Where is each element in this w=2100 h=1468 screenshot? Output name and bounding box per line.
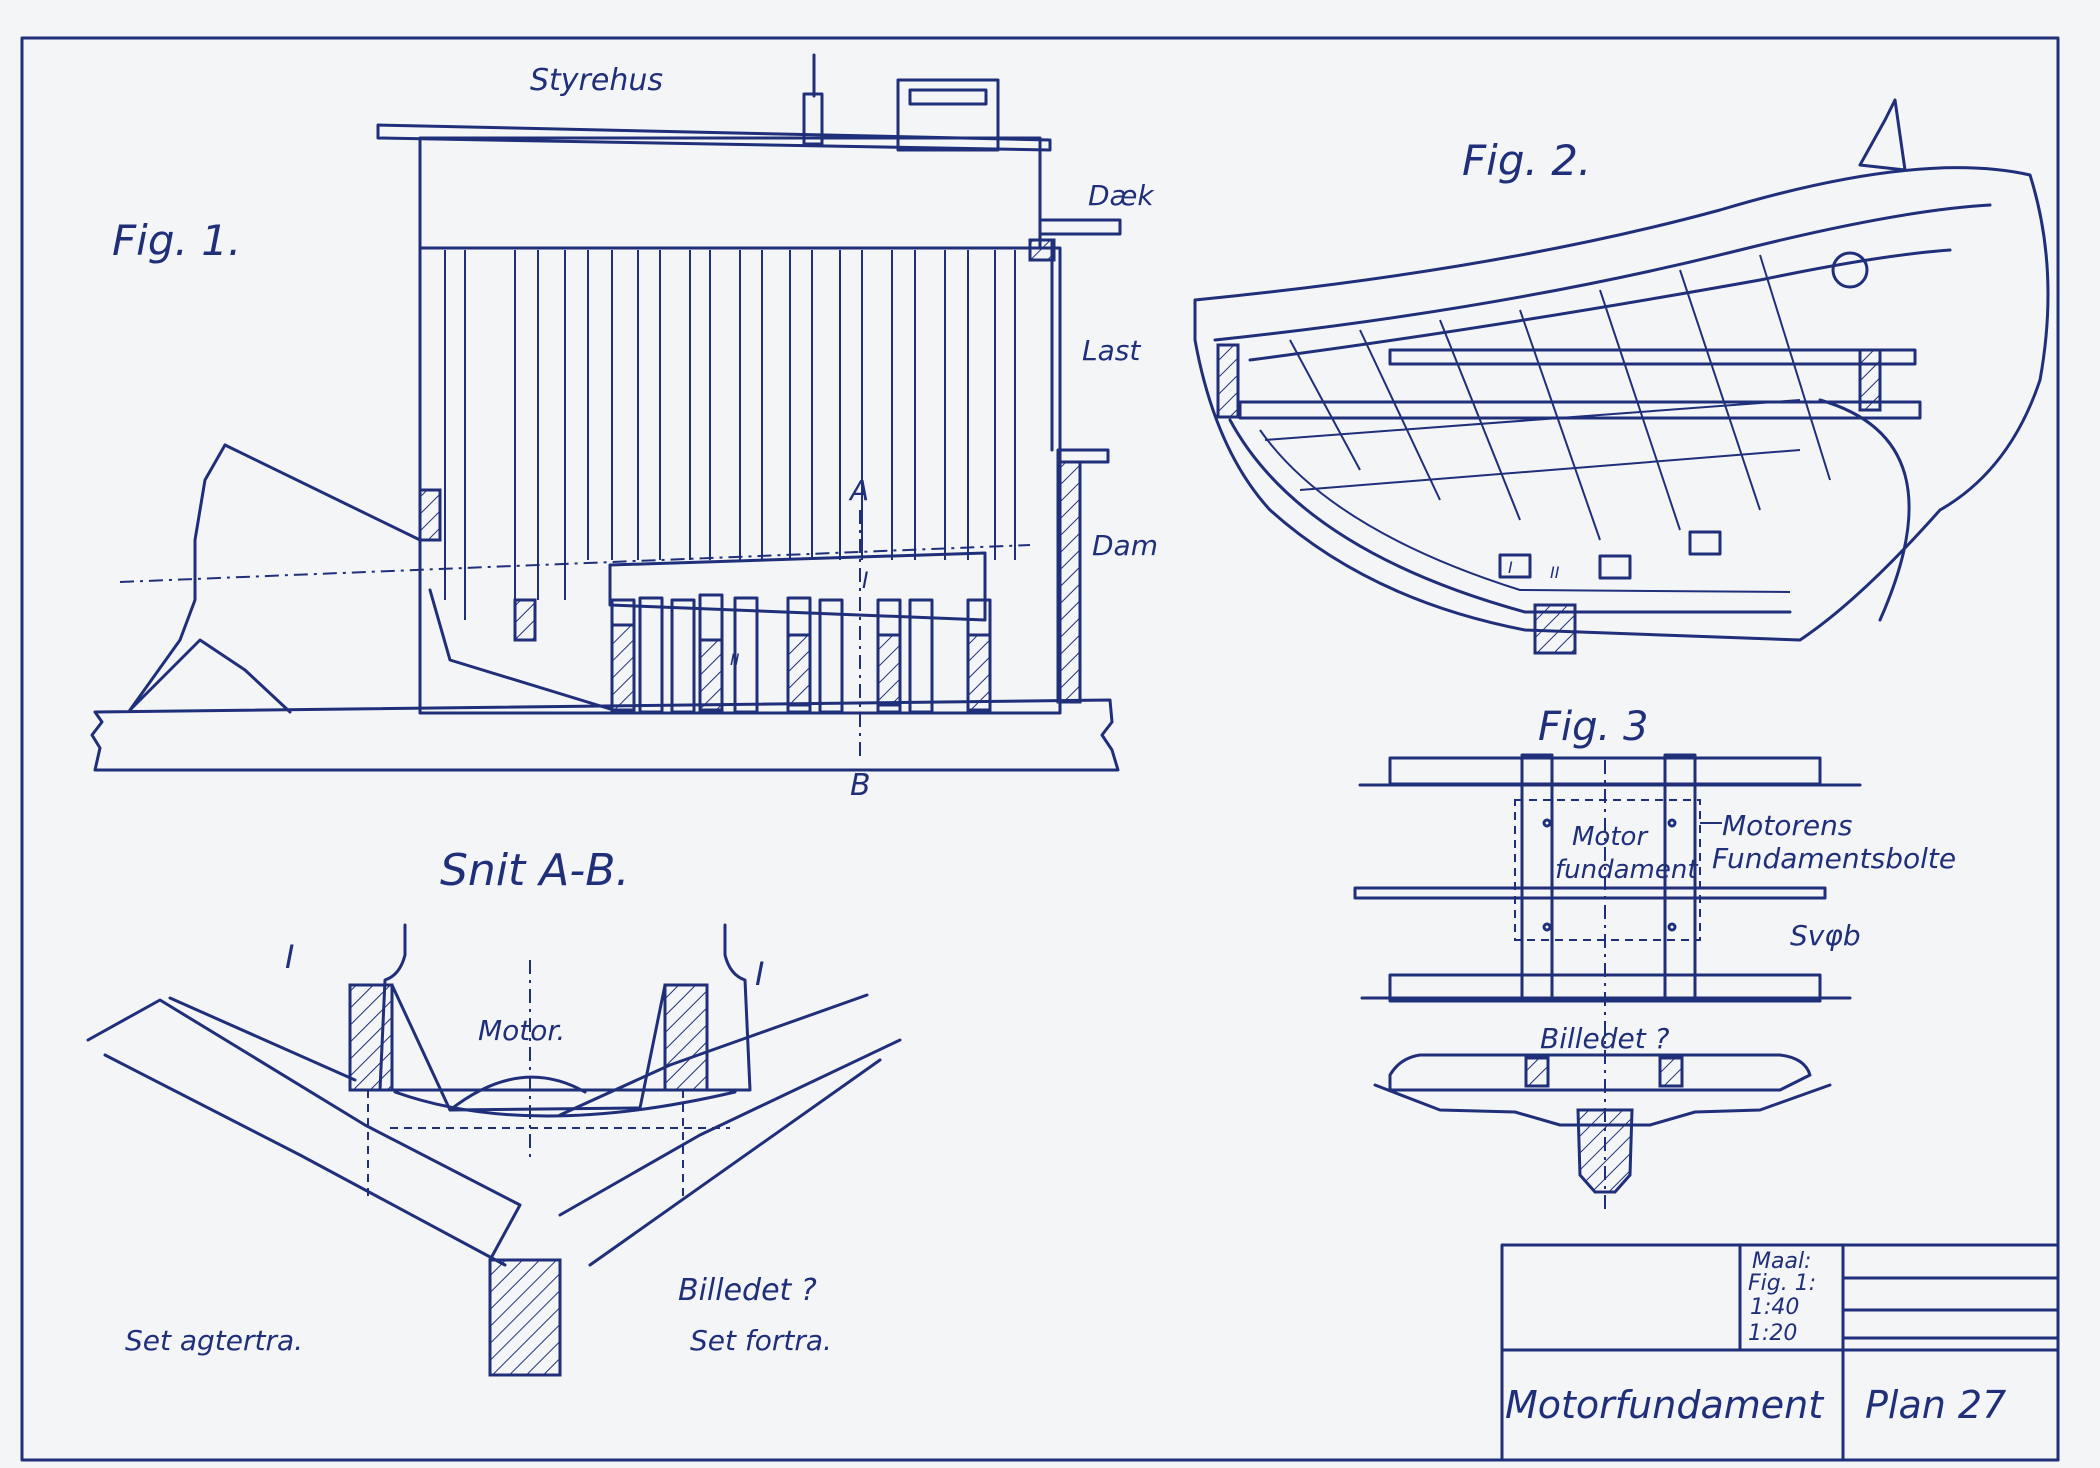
label-daek: Dæk (1088, 179, 1155, 212)
fig2-label-ii: II (1550, 563, 1560, 582)
label-fig3-billedet: Billedet ? (1540, 1022, 1670, 1055)
label-fundamentsbolte: Fundamentsbolte (1712, 842, 1956, 875)
title-block-maal: Maal: (1752, 1249, 1811, 1274)
label-svob: Svφb (1790, 919, 1861, 952)
title-block-scale2: 1:20 (1748, 1321, 1797, 1346)
fig3-title: Fig. 3 (1538, 704, 1648, 750)
label-last: Last (1082, 334, 1141, 367)
title-block-title: Motorfundament (1505, 1383, 1825, 1427)
title-block (1500, 1243, 2060, 1462)
label-styrehus: Styrehus (530, 63, 663, 98)
fig1-drawing (90, 53, 1122, 772)
fig3-drawing (1353, 753, 1862, 1210)
label-snit-i-right: I (755, 955, 764, 993)
label-motor-line1: Motor (1572, 822, 1649, 852)
label-set-fortra: Set fortra. (690, 1324, 832, 1357)
label-snit-motor: Motor. (478, 1014, 565, 1047)
fig2-drawing (1193, 98, 2050, 655)
label-motor-line2: fundament (1555, 855, 1698, 885)
snit-ab-drawing (86, 923, 902, 1377)
label-beam-i: I (862, 569, 869, 594)
title-block-fig1: Fig. 1: (1748, 1271, 1816, 1296)
label-b: B (850, 768, 871, 803)
label-a: A (848, 474, 869, 507)
label-snit-billedet: Billedet ? (678, 1273, 817, 1308)
label-motorens: Motorens (1722, 809, 1852, 842)
fig1-title: Fig. 1. (112, 216, 241, 265)
fig2-label-i: I (1508, 558, 1513, 577)
label-rib-ii: II (730, 650, 740, 669)
label-snit-i-left: I (285, 938, 294, 976)
label-set-agtertra: Set agtertra. (125, 1324, 303, 1357)
sheet-border (20, 36, 2060, 1462)
title-block-plan: Plan 27 (1865, 1383, 2006, 1427)
title-block-scale1: 1:40 (1750, 1295, 1799, 1320)
label-dam: Dam (1092, 529, 1158, 562)
fig2-title: Fig. 2. (1462, 136, 1591, 185)
snit-title: Snit A-B. (440, 845, 629, 896)
